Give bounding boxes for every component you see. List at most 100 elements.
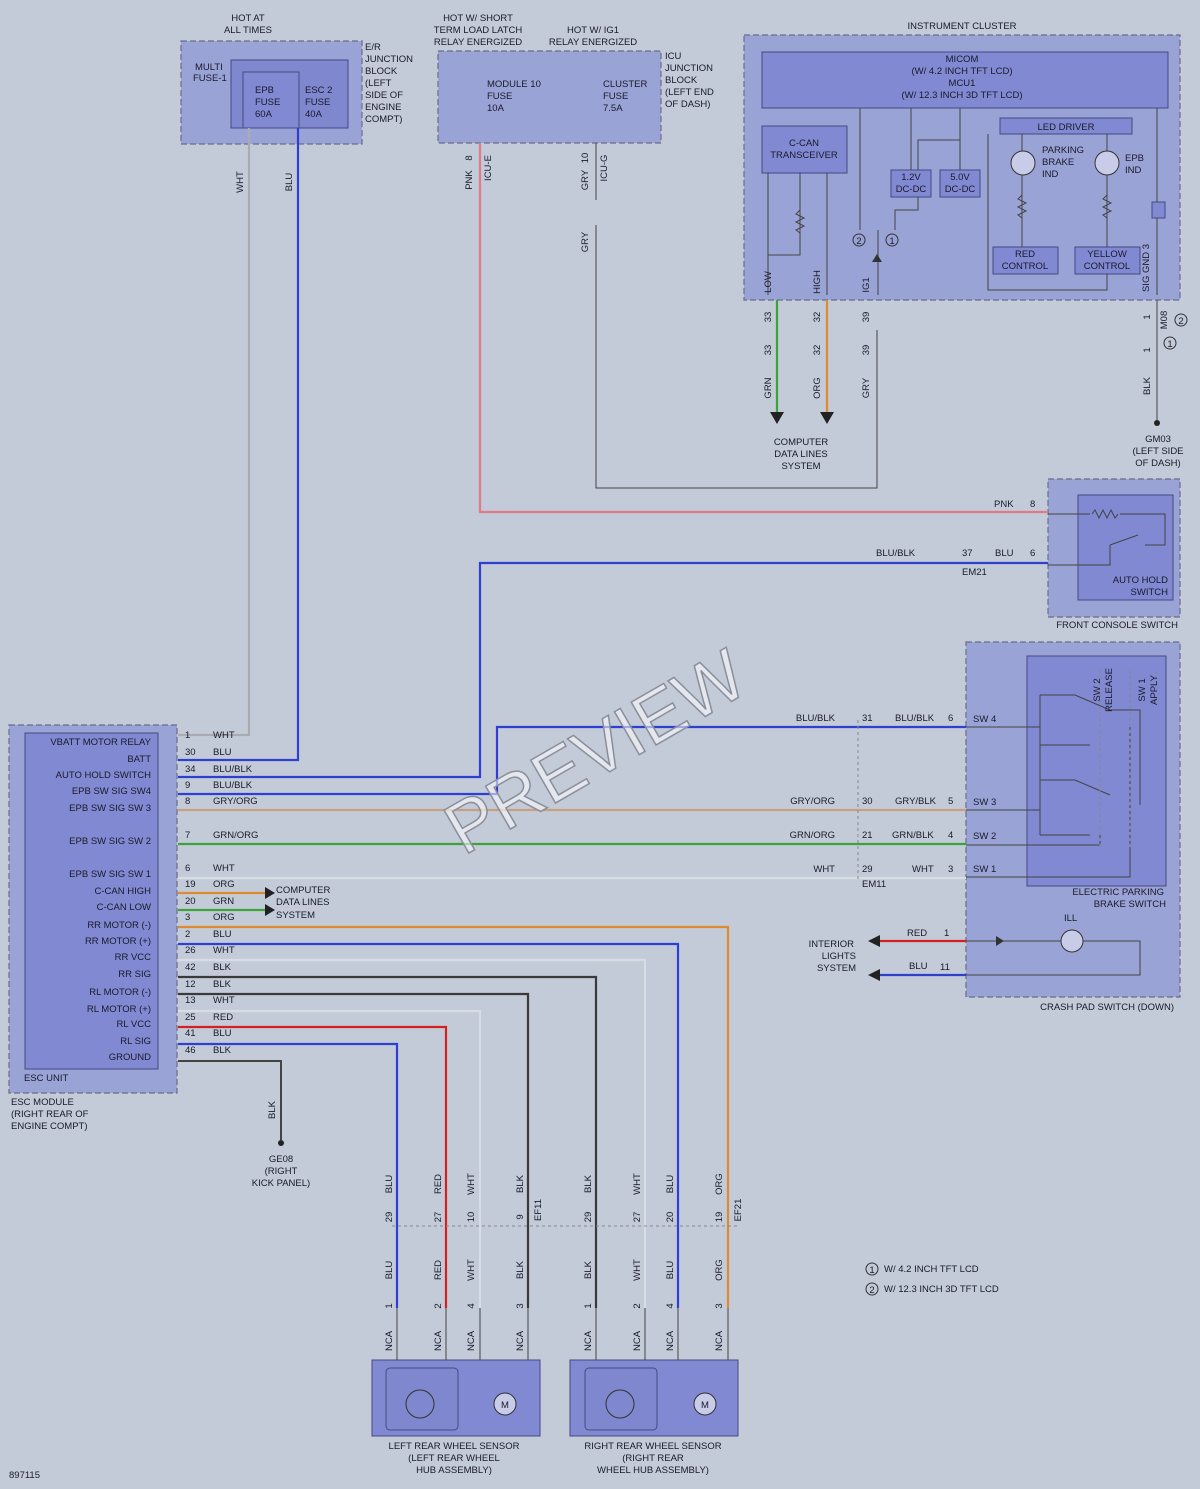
- icu-junction-block: [437, 50, 662, 144]
- esc-signal-16: RL SIG: [120, 1036, 151, 1047]
- pin33-top: 33: [763, 312, 774, 323]
- pin39-top: 39: [861, 312, 872, 323]
- dc50-l2: DC-DC: [945, 184, 976, 195]
- left-nca-3: NCA: [515, 1330, 526, 1351]
- esc-signal-7: C-CAN HIGH: [95, 886, 152, 897]
- icu-label-2: BLOCK: [665, 75, 698, 86]
- console-pin8: 8: [1030, 499, 1035, 510]
- sw3-label: SW 3: [973, 797, 996, 808]
- icu-label-1: JUNCTION: [665, 63, 713, 74]
- can-wires: [178, 887, 275, 916]
- interior-l3: SYSTEM: [817, 963, 856, 974]
- power-wires: [178, 128, 1048, 762]
- epb-row2-pin: 21: [862, 830, 873, 841]
- esc-pin-7: 19: [185, 879, 196, 890]
- right-upper-color-1: WHT: [632, 1173, 643, 1195]
- left-lower-color-0: BLU: [384, 1261, 395, 1280]
- right-lower-color-3: ORG: [714, 1259, 725, 1281]
- epb-row3-left: WHT: [813, 864, 835, 875]
- right-lower-pin-0: 1: [583, 1303, 594, 1308]
- computer-l1: COMPUTER: [774, 437, 829, 448]
- esc2-fuse-l1: ESC 2: [305, 85, 332, 96]
- header-labels: HOT AT ALL TIMES HOT W/ SHORT TERM LOAD …: [224, 13, 637, 48]
- module10-l2: FUSE: [487, 91, 512, 102]
- m08: M08: [1159, 311, 1170, 329]
- epb-ind-l2: IND: [1125, 165, 1142, 176]
- left-nca-0: NCA: [384, 1330, 395, 1351]
- esc-pin-color-14: WHT: [213, 995, 235, 1006]
- right-upper-pin-3: 19: [714, 1212, 725, 1223]
- pin1-bot: 1: [1142, 347, 1153, 352]
- pin-ig1: IG1: [861, 277, 872, 292]
- led-driver: LED DRIVER: [1037, 122, 1094, 133]
- epb-row1-left: GRY/ORG: [790, 796, 835, 807]
- crash-pad-labels: ILL INTERIOR LIGHTS SYSTEM RED 1 BLU 11 …: [809, 913, 1174, 1013]
- icu-block-labels: ICU JUNCTION BLOCK (LEFT END OF DASH) MO…: [464, 51, 714, 252]
- er-label-2: BLOCK: [365, 66, 398, 77]
- er-label-1: JUNCTION: [365, 54, 413, 65]
- hot-short-term-l1: HOT W/ SHORT: [443, 13, 513, 24]
- esc-switch-wires: [178, 561, 1048, 880]
- esc2-fuse-l3: 40A: [305, 109, 323, 120]
- wire-icu-gry: [595, 143, 878, 489]
- esc-pin-color-17: BLK: [213, 1045, 232, 1056]
- can-computer-l3: SYSTEM: [276, 910, 315, 921]
- sensor-wire-labels: BLU29BLU1NCARED27RED2NCAWHT10WHT4NCABLK9…: [384, 1173, 725, 1351]
- esc-pin-color-7: ORG: [213, 879, 235, 890]
- multi-fuse-l2: FUSE-1: [193, 73, 227, 84]
- esc-pin-2: 34: [185, 764, 196, 775]
- cluster-fuse-l1: CLUSTER: [603, 79, 647, 90]
- ge08-l2: (RIGHT: [265, 1166, 298, 1177]
- sw2-release-l2: RELEASE: [1104, 668, 1115, 712]
- icu-e: ICU-E: [483, 155, 494, 181]
- computer-l3: SYSTEM: [781, 461, 820, 472]
- esc-pin-12: 42: [185, 962, 196, 973]
- ge08-l1: GE08: [269, 1154, 293, 1165]
- esc-pin-color-3: BLU/BLK: [213, 780, 253, 791]
- esc-pin-0: 1: [185, 730, 190, 741]
- right-upper-pin-1: 27: [632, 1212, 643, 1223]
- module10-l3: 10A: [487, 103, 505, 114]
- dc50-l1: 5.0V: [950, 172, 970, 183]
- yellow-control-l2: CONTROL: [1084, 261, 1130, 272]
- ground-blk: BLK: [267, 1100, 278, 1119]
- red-control-l1: RED: [1015, 249, 1035, 260]
- epb-switch-l2: BRAKE SWITCH: [1094, 899, 1166, 910]
- right-sensor-box: [569, 1359, 739, 1437]
- right-sensor-l2: (RIGHT REAR: [622, 1453, 684, 1464]
- left-upper-color-2: WHT: [466, 1173, 477, 1195]
- left-upper-color-1: RED: [433, 1174, 444, 1194]
- esc-signal-10: RR MOTOR (+): [85, 936, 151, 947]
- m08-option-1: 1: [1167, 339, 1172, 350]
- computer-l2: DATA LINES: [774, 449, 828, 460]
- esc-signal-5: EPB SW SIG SW 2: [69, 836, 151, 847]
- left-nca-1: NCA: [433, 1330, 444, 1351]
- esc-pin-4: 8: [185, 796, 190, 807]
- epb-switch-labels: SW 2 RELEASE SW 1 APPLY SW 4 SW 3 SW 2 S…: [790, 668, 1167, 910]
- micom-l1: MICOM: [946, 54, 979, 65]
- right-lower-color-1: WHT: [632, 1259, 643, 1281]
- esc-signal-12: RR SIG: [118, 969, 151, 980]
- esc-signal-9: RR MOTOR (-): [87, 920, 151, 931]
- icu-label-3: (LEFT END: [665, 87, 714, 98]
- dc12-l1: 1.2V: [901, 172, 921, 183]
- epb-row1-pin: 30: [862, 796, 873, 807]
- esc-pin-14: 13: [185, 995, 196, 1006]
- cluster-internal-lines: [767, 108, 1158, 295]
- epb-switch-l1: ELECTRIC PARKING: [1072, 887, 1164, 898]
- esc-pin-11: 26: [185, 945, 196, 956]
- micom-l2: (W/ 4.2 INCH TFT LCD): [912, 66, 1013, 77]
- esc2-fuse-l2: FUSE: [305, 97, 330, 108]
- console-title: FRONT CONSOLE SWITCH: [1056, 620, 1178, 631]
- yellow-control-l1: YELLOW: [1087, 249, 1127, 260]
- icu-pnk: PNK: [464, 170, 475, 190]
- esc-signal-6: EPB SW SIG SW 1: [69, 869, 151, 880]
- epb-fuse-l1: EPB: [255, 85, 274, 96]
- left-lower-color-1: RED: [433, 1260, 444, 1280]
- cluster-title: INSTRUMENT CLUSTER: [907, 21, 1016, 32]
- right-motor-m: M: [701, 1400, 709, 1411]
- er-label-6: COMPT): [365, 114, 402, 125]
- wire-grn: GRN: [763, 377, 774, 398]
- esc-module-l1: ESC MODULE: [11, 1097, 74, 1108]
- esc-pin-color-11: WHT: [213, 945, 235, 956]
